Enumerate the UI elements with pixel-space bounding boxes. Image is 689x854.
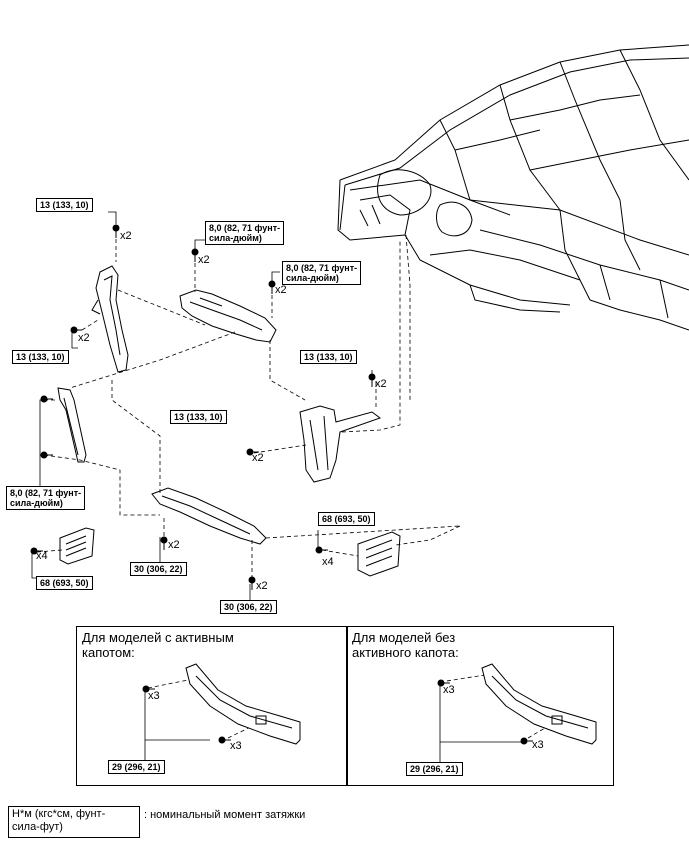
- torque-label-left-lower-bracket: 68 (693, 50): [36, 576, 93, 590]
- torque-line: 8,0 (82, 71 фунт-: [286, 263, 358, 273]
- bumper-reinforcement-no-active-hood: [481, 663, 597, 745]
- torque-label-center: 13 (133, 10): [170, 410, 227, 424]
- quantity-mark: x2: [252, 452, 264, 464]
- quantity-mark: x3: [532, 739, 544, 751]
- quantity-mark: x2: [120, 230, 132, 242]
- torque-line: сила-дюйм): [286, 273, 339, 283]
- bolt-icon: [520, 737, 533, 745]
- variant-panel-no-active-hood: [346, 626, 614, 786]
- torque-label-upper-support-right: 8,0 (82, 71 фунт- сила-дюйм): [282, 261, 362, 285]
- bolt-icon: [315, 546, 328, 554]
- torque-line: сила-дюйм): [10, 498, 63, 508]
- quantity-mark: x4: [322, 556, 334, 568]
- quantity-mark: x3: [148, 690, 160, 702]
- bolt-icon: [30, 547, 43, 555]
- quantity-mark: x2: [168, 539, 180, 551]
- left-lower-side-support: [57, 387, 87, 463]
- torque-label-upper-support-left: 8,0 (82, 71 фунт- сила-дюйм): [205, 221, 285, 245]
- torque-label-crossmember-left: 30 (306, 22): [130, 562, 187, 576]
- bolt-icon: [191, 248, 199, 262]
- variant-title-active-hood: Для моделей с активным капотом:: [82, 630, 234, 660]
- torque-label-active-hood: 29 (296, 21): [108, 760, 165, 774]
- quantity-mark: x2: [375, 378, 387, 390]
- bolt-icon: [437, 679, 450, 687]
- bolt-icon: [248, 576, 256, 590]
- variant-panel-active-hood: [76, 626, 348, 786]
- lower-crossmember: [151, 487, 267, 545]
- bolt-icon: [160, 536, 168, 550]
- label-leader-lines: [31, 211, 525, 762]
- quantity-mark: x3: [443, 684, 455, 696]
- quantity-mark: x3: [230, 740, 242, 752]
- bolt-icon: [246, 448, 259, 456]
- bolt-markers: [30, 224, 533, 745]
- left-lower-bracket: [59, 527, 95, 565]
- bolt-icon: [40, 451, 53, 459]
- quantity-mark: x2: [198, 254, 210, 266]
- bolt-icon: [142, 685, 155, 693]
- torque-label-bracket-side: 13 (133, 10): [12, 350, 69, 364]
- torque-line: сила-дюйм): [209, 233, 262, 243]
- bolt-icon: [268, 280, 276, 294]
- assembly-leader-lines: [36, 232, 563, 739]
- bolt-icon: [112, 224, 120, 238]
- torque-label-right-support: 13 (133, 10): [300, 350, 357, 364]
- legend-description: : номинальный момент затяжки: [144, 809, 306, 821]
- quantity-mark: x2: [78, 332, 90, 344]
- torque-line: 8,0 (82, 71 фунт-: [209, 223, 281, 233]
- torque-label-no-active-hood: 29 (296, 21): [406, 762, 463, 776]
- bolt-icon: [70, 326, 82, 334]
- torque-line: 8,0 (82, 71 фунт-: [10, 488, 82, 498]
- variant-title-no-active-hood: Для моделей без активного капота:: [352, 630, 459, 660]
- quantity-mark: x4: [36, 550, 48, 562]
- quantity-mark: x2: [275, 284, 287, 296]
- torque-label-bracket-top: 13 (133, 10): [36, 198, 93, 212]
- legend-unit-box: Н*м (кгс*см, фунт- сила-фут): [8, 806, 140, 838]
- bolt-icon: [368, 373, 376, 387]
- bolt-icon: [40, 395, 53, 403]
- torque-label-crossmember-right: 30 (306, 22): [220, 600, 277, 614]
- vehicle-body-structure: [337, 44, 689, 331]
- right-side-support: [299, 405, 382, 483]
- torque-label-right-lower-bracket: 68 (693, 50): [318, 512, 375, 526]
- left-upper-side-support: [91, 265, 129, 373]
- torque-label-lower-side-support: 8,0 (82, 71 фунт- сила-дюйм): [6, 486, 86, 510]
- bolt-icon: [218, 736, 231, 744]
- bumper-reinforcement-active-hood: [185, 663, 301, 745]
- right-lower-bracket: [357, 531, 401, 577]
- quantity-mark: x2: [256, 580, 268, 592]
